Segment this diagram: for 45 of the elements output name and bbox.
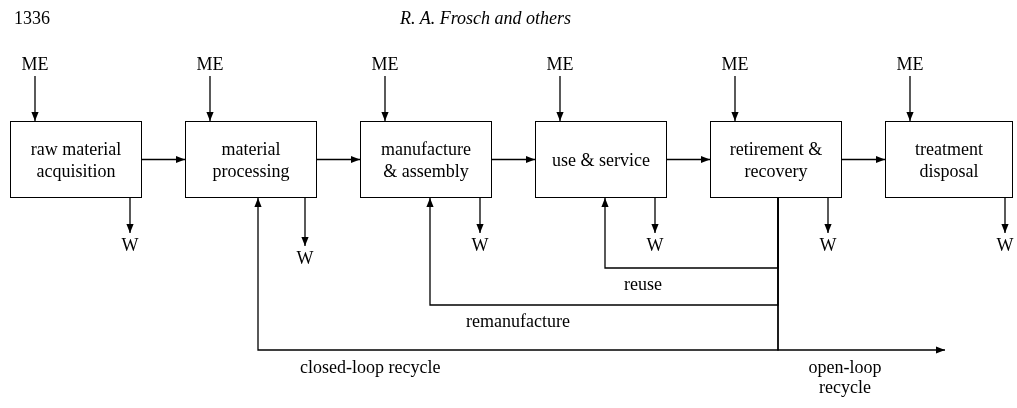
arrow — [556, 75, 564, 122]
arrow — [254, 197, 779, 351]
process-box: retirement & recovery — [710, 121, 842, 198]
output-label: W — [645, 233, 665, 257]
arrow — [777, 197, 946, 354]
arrow — [381, 75, 389, 122]
arrow — [476, 197, 484, 234]
arrow — [491, 155, 536, 164]
edge-label: closed-loop recycle — [300, 357, 441, 378]
arrow — [206, 75, 214, 122]
input-label: ME — [192, 52, 228, 76]
output-label: W — [120, 233, 140, 257]
output-label: W — [818, 233, 838, 257]
output-label: W — [995, 233, 1015, 257]
arrow — [301, 197, 309, 247]
edge-label: open-loop recycle — [807, 357, 883, 397]
arrow — [1001, 197, 1009, 234]
arrow — [426, 197, 779, 306]
process-box: use & service — [535, 121, 667, 198]
output-label: W — [470, 233, 490, 257]
arrow — [666, 155, 711, 164]
arrow — [126, 197, 134, 234]
input-label: ME — [367, 52, 403, 76]
arrow — [31, 75, 39, 122]
arrow — [316, 155, 361, 164]
arrow — [906, 75, 914, 122]
process-box: manufacture & assembly — [360, 121, 492, 198]
process-box: material processing — [185, 121, 317, 198]
process-box: treatment disposal — [885, 121, 1013, 198]
process-box: raw material acquisition — [10, 121, 142, 198]
input-label: ME — [17, 52, 53, 76]
running-header: R. A. Frosch and others — [400, 8, 571, 29]
arrow — [601, 197, 779, 269]
arrow — [651, 197, 659, 234]
page-number: 1336 — [14, 8, 50, 29]
input-label: ME — [892, 52, 928, 76]
arrow — [841, 155, 886, 164]
arrow — [731, 75, 739, 122]
arrow — [141, 155, 186, 164]
input-label: ME — [717, 52, 753, 76]
arrow — [824, 197, 832, 234]
edge-label: remanufacture — [466, 311, 570, 332]
output-label: W — [295, 246, 315, 270]
input-label: ME — [542, 52, 578, 76]
edge-label: reuse — [624, 274, 662, 295]
